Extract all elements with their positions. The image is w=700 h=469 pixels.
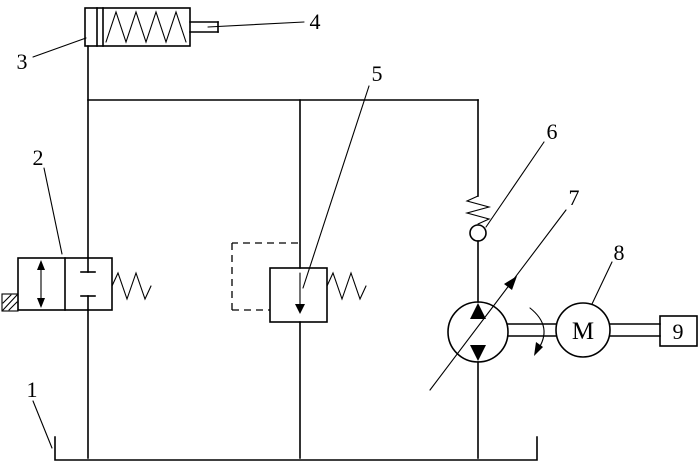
valve5-body — [269, 267, 328, 323]
coupling-box: 9 — [609, 315, 698, 347]
label-variable-pump: 7 — [569, 185, 580, 210]
valve2-actuator-hatch-1 — [2, 294, 18, 311]
pump-flow-triangle-up-icon — [470, 303, 486, 319]
valve2-actuator-hatch-2 — [2, 294, 12, 304]
relief-valve: 5 — [231, 61, 383, 323]
label-3-leader — [32, 37, 87, 58]
valve5-spring — [326, 271, 367, 301]
label-relief-valve: 5 — [372, 61, 383, 86]
valve2-actuator-hatch-3 — [8, 301, 18, 311]
box9-body — [659, 315, 698, 347]
drive-shaft — [507, 307, 557, 356]
directional-valve: 2 — [1, 145, 152, 312]
label-electric-motor: 8 — [614, 240, 625, 265]
cylinder-body — [84, 7, 191, 47]
label-4-leader — [207, 21, 305, 28]
rotation-arrowhead-icon — [534, 342, 543, 356]
tank: 1 — [27, 377, 538, 461]
electric-motor: M 8 — [555, 240, 625, 358]
valve2-arrowhead-down-icon — [37, 298, 45, 308]
label-tank: 1 — [27, 377, 38, 402]
label-cylinder: 3 — [17, 49, 28, 74]
valve2-actuator — [1, 293, 19, 312]
cylinder-spring — [105, 10, 187, 44]
valve2-arrowhead-up-icon — [37, 260, 45, 270]
pipe-lines — [87, 45, 479, 459]
pump-flow-triangle-down-icon — [470, 345, 486, 361]
cylinder: 3 4 — [17, 7, 321, 74]
pump-variable-arrow-and-label7-leader — [429, 209, 567, 391]
label-8-leader — [591, 261, 613, 305]
check-valve: 6 — [464, 119, 558, 242]
variable-pump: 7 — [429, 185, 580, 391]
label-2-leader — [43, 167, 63, 255]
tank-outline — [54, 436, 538, 461]
valve2-spring — [111, 271, 152, 301]
label-directional-valve: 2 — [33, 145, 44, 170]
label-1-leader — [32, 400, 53, 449]
pump-circle — [447, 301, 509, 363]
pump-variable-arrowhead-icon — [504, 276, 517, 290]
label-check-valve: 6 — [547, 119, 558, 144]
motor-letter: M — [572, 318, 594, 345]
label-5-leader — [302, 85, 370, 289]
motor-circle — [555, 302, 611, 358]
valve5-arrowhead-icon — [295, 304, 305, 314]
label-6-leader — [485, 141, 545, 228]
checkvalve-spring — [464, 195, 492, 225]
checkvalve-ball — [469, 224, 487, 242]
label-piston-rod: 4 — [310, 9, 321, 34]
label-coupling: 9 — [673, 319, 684, 344]
